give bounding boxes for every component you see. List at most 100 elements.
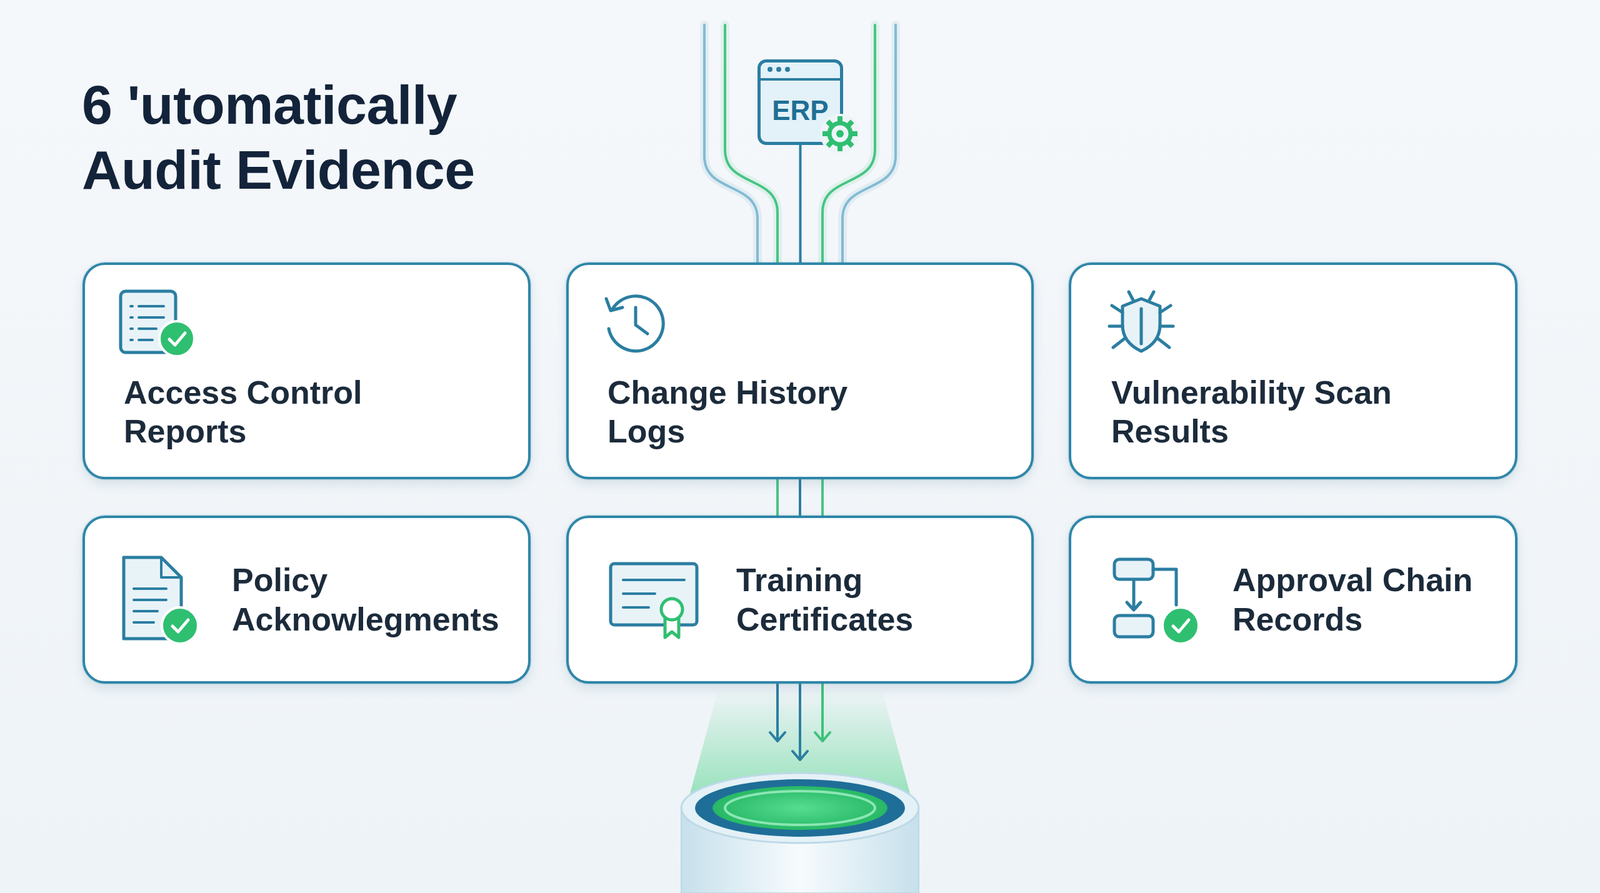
report-icon: [120, 291, 176, 353]
flow-strand-glow: [842, 25, 896, 263]
certificate-icon: [610, 563, 697, 625]
node-label: Vulnerability Scan Results: [1111, 373, 1424, 452]
report-line: [138, 327, 157, 330]
bug-antenna: [1148, 291, 1154, 302]
bug-antenna: [1128, 291, 1134, 302]
repository-pool: [712, 786, 888, 830]
arrow-head: [815, 732, 830, 742]
window-bar: [758, 78, 842, 81]
evidence-card: Change History Logs: [566, 262, 1034, 480]
certificate-line: [623, 606, 649, 609]
bug-leg: [1160, 325, 1174, 329]
evidence-card: Training Certificates: [566, 515, 1034, 684]
node-label: Policy Acknowlegments: [231, 560, 514, 639]
shield-divider: [1140, 308, 1144, 344]
bug-leg: [1113, 338, 1125, 348]
bug-shield: [1122, 298, 1160, 352]
gear-tooth: [848, 141, 853, 147]
report-bullet: [130, 316, 133, 319]
evidence-card: Policy Acknowlegments: [82, 515, 531, 684]
node-label: Access Control Reports: [123, 373, 437, 452]
gear-backdrop: [820, 113, 860, 154]
report-bullet: [130, 327, 133, 330]
report-line: [138, 338, 153, 342]
bug-leg: [1158, 338, 1170, 348]
page-fold: [161, 557, 182, 578]
policy-document: [123, 557, 182, 639]
flow-strand: [842, 25, 896, 263]
diagram-title: 6 'utomatically Audit Evidence: [81, 72, 557, 203]
bug-leg: [1111, 305, 1123, 313]
repository-rim: [681, 773, 919, 844]
bug-leg: [1160, 305, 1171, 313]
flow-strand: [704, 25, 758, 263]
report-bullet: [130, 305, 133, 308]
flow-arrow: [798, 683, 802, 760]
gear-tooth: [848, 121, 853, 126]
repository-pool-ring: [725, 791, 875, 825]
system-box: ERP: [757, 59, 844, 145]
check-badge: [161, 607, 199, 644]
medal-ribbon: [665, 616, 679, 638]
check-mark: [169, 333, 185, 345]
check-badge: [159, 321, 195, 357]
repository-ring: [695, 779, 905, 837]
window-dot: [785, 66, 790, 72]
arrow-head: [792, 751, 808, 760]
history-arrow: [606, 298, 623, 311]
document-line: [133, 587, 167, 590]
arrow-head: [1126, 602, 1141, 610]
node-label: ERP: [771, 96, 829, 125]
evidence-card: Approval Chain Records: [1068, 515, 1518, 684]
text-block: Policy Acknowlegments: [231, 518, 514, 682]
clock-hands: [635, 307, 648, 334]
flow-connector: [799, 145, 802, 263]
node-label: Approval Chain Records: [1232, 560, 1514, 639]
gear-tooth: [837, 145, 843, 152]
certificate-line: [623, 592, 655, 595]
document-line: [133, 598, 167, 602]
gear-tooth: [827, 121, 832, 126]
flow-strand-glow: [704, 25, 758, 263]
gear-body: [829, 123, 851, 145]
flow-arrow: [776, 683, 779, 741]
chain-step: [1114, 559, 1154, 580]
window-dot: [767, 66, 773, 72]
text-block: Approval Chain Records: [1232, 518, 1514, 682]
report-bullet: [130, 338, 133, 342]
report-line: [138, 305, 164, 308]
flow-arrow: [821, 683, 824, 741]
flow-strand: [821, 479, 824, 516]
history-clock: [608, 296, 664, 352]
document-line: [133, 621, 154, 624]
flow-strand: [776, 479, 779, 516]
report-line: [138, 316, 164, 319]
text-block: ERP: [760, 78, 840, 142]
text-block: Change History Logs: [607, 373, 920, 452]
evidence-card: Access Control Reports: [82, 262, 531, 480]
text-block: Access Control Reports: [123, 373, 437, 452]
evidence-card: Vulnerability Scan Results: [1068, 262, 1518, 480]
window-dot: [776, 66, 782, 72]
chain-link: [1153, 569, 1177, 605]
gear-hub: [836, 130, 844, 138]
gear-tooth: [827, 141, 832, 147]
gear-tooth: [822, 131, 829, 137]
node-label: Change History Logs: [607, 373, 920, 452]
medal: [661, 598, 683, 620]
node-label: Training Certificates: [736, 560, 1018, 639]
arrow-head: [770, 732, 785, 742]
gear-tooth: [837, 116, 843, 123]
text-block: Vulnerability Scan Results: [1111, 373, 1424, 452]
check-badge: [1162, 607, 1199, 644]
certificate-line: [623, 578, 685, 582]
text-block: Training Certificates: [736, 518, 1018, 682]
document-line: [133, 610, 158, 613]
check-mark: [1173, 620, 1189, 632]
bug-leg: [1109, 325, 1123, 329]
check-mark: [172, 620, 189, 632]
chain-arrow: [1132, 581, 1136, 609]
